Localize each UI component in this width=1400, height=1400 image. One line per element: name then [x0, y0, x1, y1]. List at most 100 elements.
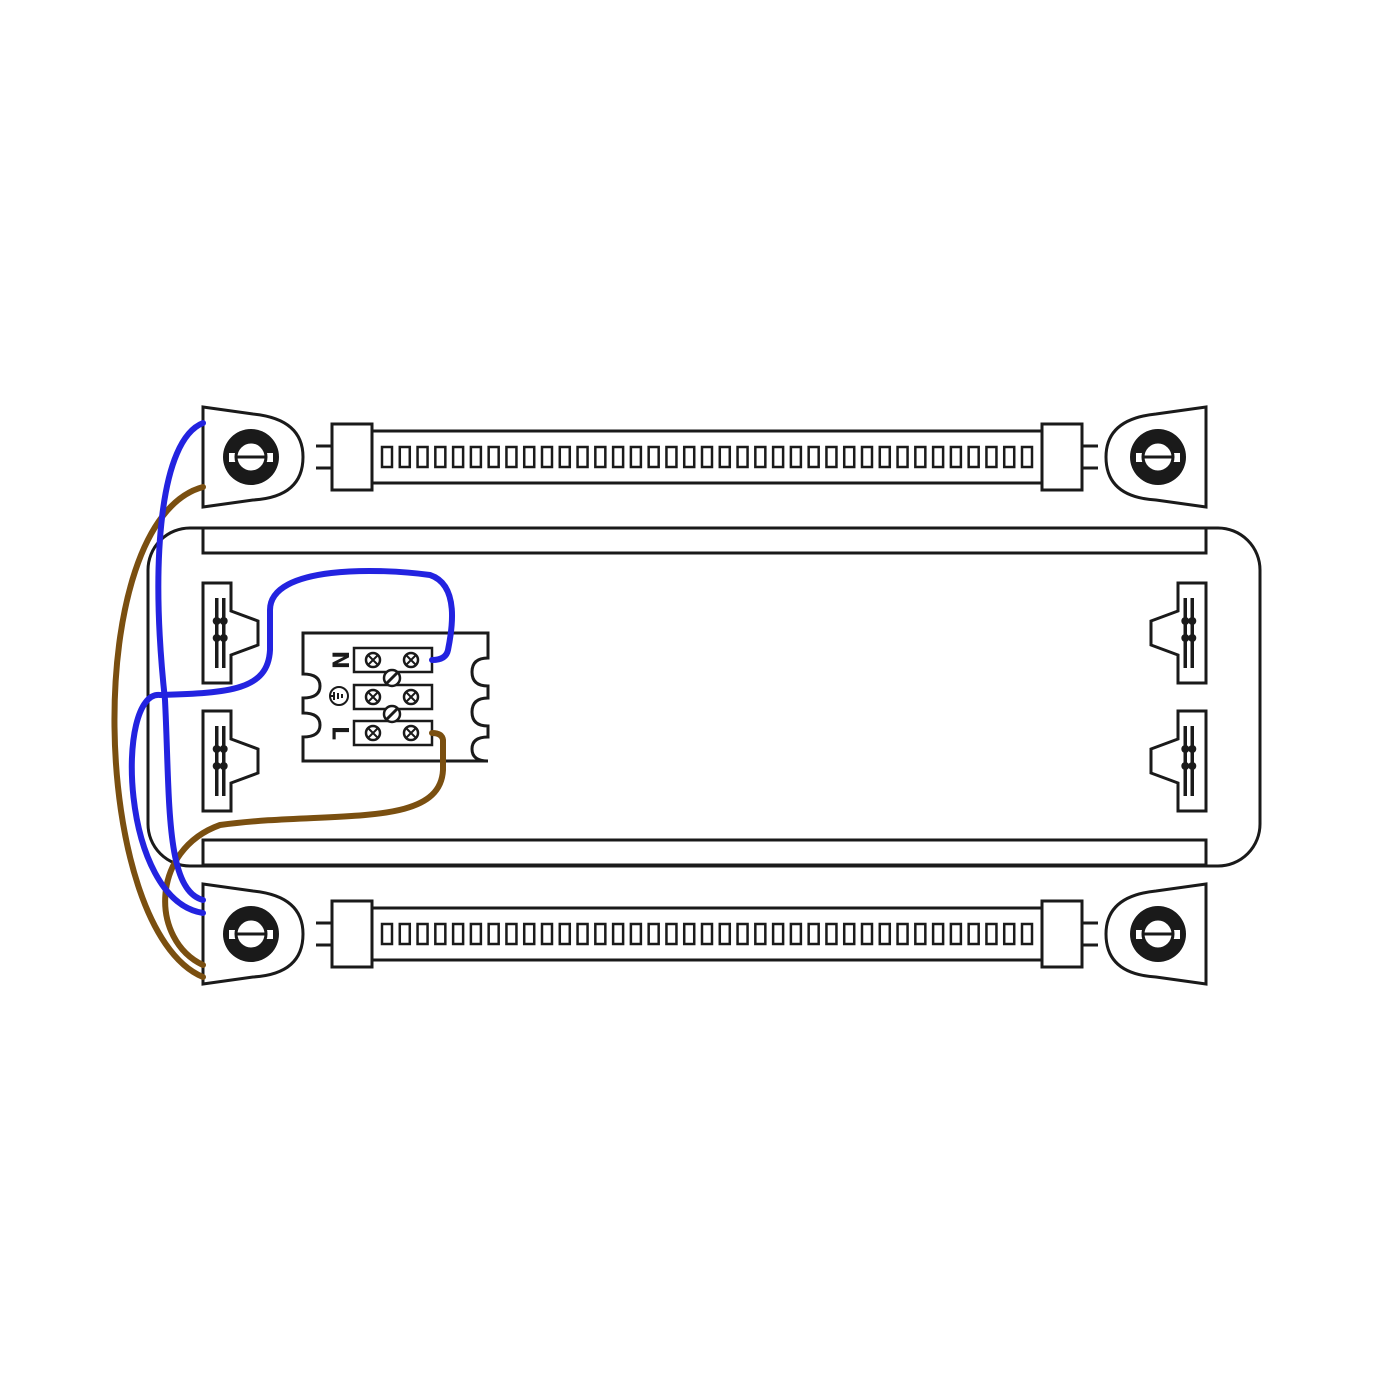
led-segment: [878, 445, 892, 469]
led-segment: [789, 922, 803, 946]
led-segment: [736, 922, 749, 946]
led-segment: [771, 445, 785, 469]
mounting-clip-left-lower: [201, 709, 260, 813]
terminal-label-l: L: [327, 726, 352, 740]
mounting-clip-right-lower: [1149, 709, 1208, 813]
led-segment: [736, 445, 749, 469]
led-segment: [398, 922, 412, 946]
led-segment: [771, 922, 785, 946]
led-segment: [416, 922, 429, 946]
led-segment: [789, 445, 803, 469]
led-segment: [931, 445, 945, 469]
led-segment: [469, 445, 483, 469]
led-segment: [380, 922, 394, 946]
led-segment: [878, 922, 892, 946]
led-segment: [576, 445, 589, 469]
terminal-screws: [364, 651, 420, 742]
led-segment: [682, 445, 696, 469]
led-segment: [558, 922, 572, 946]
tube-end-cap-left: [330, 899, 374, 969]
led-segment: [505, 445, 518, 469]
led-segment: [931, 922, 945, 946]
led-segment: [1002, 922, 1016, 946]
led-segment: [860, 922, 874, 946]
led-segment: [505, 922, 518, 946]
led-segment: [718, 922, 732, 946]
terminal-block: N L: [301, 631, 490, 763]
led-segment: [434, 445, 447, 469]
live-wire-bottom-lamp: [162, 730, 446, 968]
led-segment: [807, 445, 820, 469]
neutral-wire-top-lamp: [155, 420, 206, 903]
led-segment: [825, 445, 838, 469]
led-segment: [647, 922, 660, 946]
led-segment: [842, 922, 856, 946]
led-segment: [487, 445, 500, 469]
led-segment: [1020, 445, 1034, 469]
led-segment: [522, 445, 536, 469]
mounting-clip-left-upper: [201, 581, 260, 685]
led-segment: [842, 445, 856, 469]
wiring: [111, 420, 456, 980]
led-segment: [825, 922, 838, 946]
led-segment: [469, 922, 483, 946]
tube-led-segments: [380, 445, 1034, 469]
led-tube-top: [316, 422, 1098, 492]
led-segment: [380, 445, 394, 469]
led-segment: [914, 922, 927, 946]
led-segment: [985, 445, 998, 469]
led-segment: [665, 922, 678, 946]
led-segment: [576, 922, 589, 946]
led-segment: [647, 445, 660, 469]
led-segment: [558, 445, 572, 469]
led-segment: [754, 445, 767, 469]
led-segment: [665, 445, 678, 469]
led-segment: [540, 445, 554, 469]
led-segment: [967, 922, 980, 946]
lampholder-bottom-left: [201, 882, 305, 986]
led-segment: [700, 445, 714, 469]
lampholder-bottom-right: [1104, 882, 1208, 986]
led-segment: [594, 922, 607, 946]
batten-body: [146, 526, 1262, 868]
terminal-label-n: N: [327, 651, 352, 669]
neutral-wire-bottom-lamp: [128, 567, 456, 916]
led-segment: [611, 922, 625, 946]
led-segment: [807, 922, 820, 946]
led-segment: [718, 445, 732, 469]
led-segment: [1002, 445, 1016, 469]
led-segment: [896, 922, 909, 946]
lampholder-top-left: [201, 405, 305, 509]
led-tube-bottom: [316, 899, 1098, 969]
led-segment: [522, 922, 536, 946]
lampholder-top-right: [1104, 405, 1208, 509]
led-segment: [611, 445, 625, 469]
batten-top-rail: [201, 526, 1208, 555]
led-segment: [949, 922, 963, 946]
tube-end-cap-right: [1040, 422, 1084, 492]
batten-bottom-rail: [201, 838, 1208, 867]
tube-end-cap-left: [330, 422, 374, 492]
led-segment: [682, 922, 696, 946]
mounting-clip-right-upper: [1149, 581, 1208, 685]
tube-led-segments: [380, 922, 1034, 946]
led-segment: [629, 445, 643, 469]
tube-end-cap-right: [1040, 899, 1084, 969]
earth-icon: [329, 686, 349, 706]
led-segment: [629, 922, 643, 946]
led-segment: [487, 922, 500, 946]
led-segment: [451, 922, 465, 946]
led-segment: [700, 922, 714, 946]
led-segment: [398, 445, 412, 469]
led-segment: [967, 445, 980, 469]
led-segment: [416, 445, 429, 469]
led-segment: [949, 445, 963, 469]
led-segment: [1020, 922, 1034, 946]
led-segment: [754, 922, 767, 946]
led-segment: [914, 445, 927, 469]
led-segment: [896, 445, 909, 469]
led-segment: [540, 922, 554, 946]
led-segment: [860, 445, 874, 469]
led-segment: [451, 445, 465, 469]
